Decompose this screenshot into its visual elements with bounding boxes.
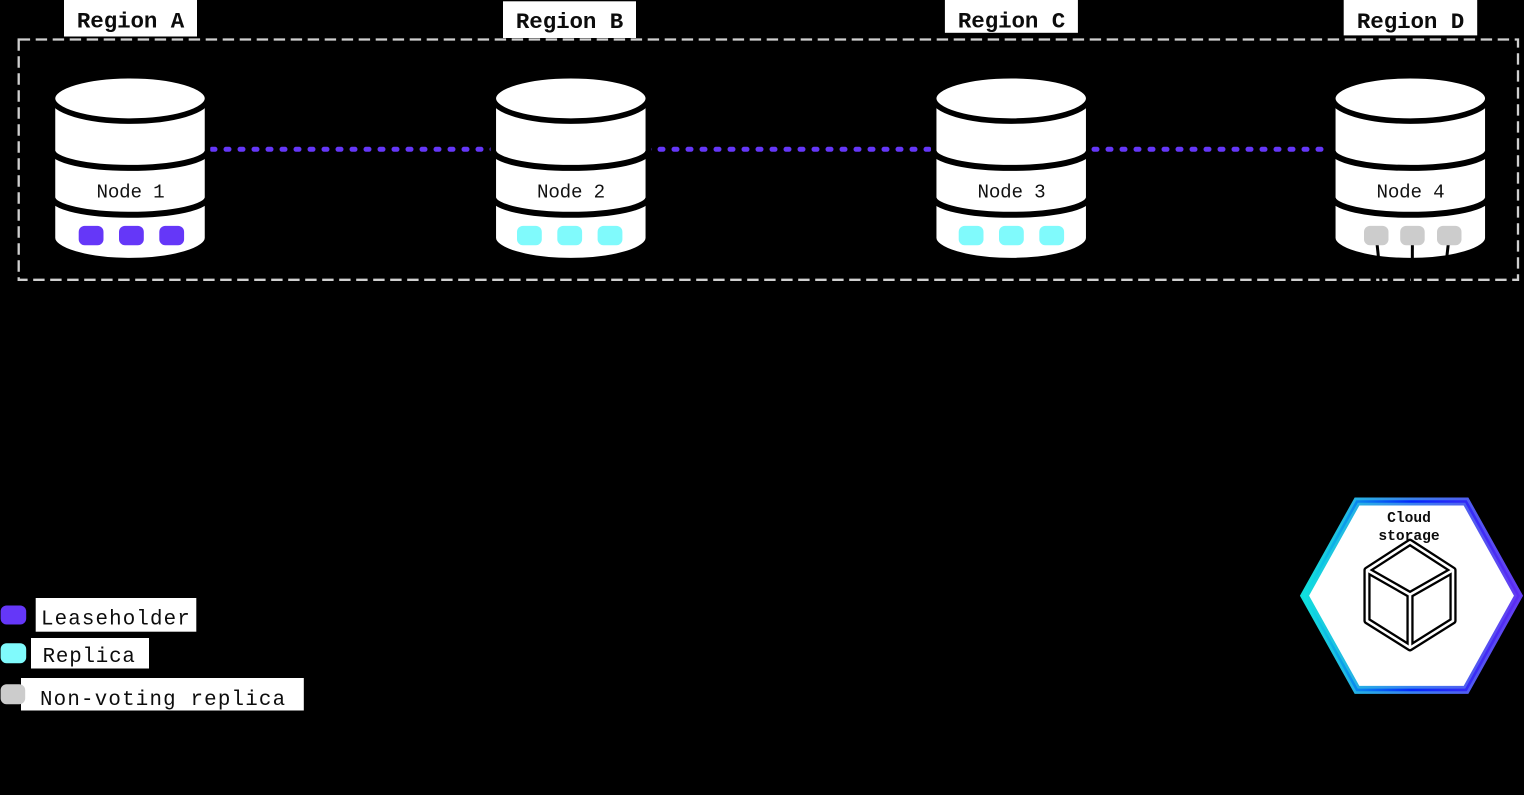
svg-text:Region A: Region A	[77, 8, 185, 34]
svg-text:Region D: Region D	[1357, 9, 1464, 35]
svg-text:Non-voting replica: Non-voting replica	[40, 689, 286, 712]
svg-text:Region B: Region B	[516, 9, 624, 35]
svg-text:Node 4: Node 4	[1377, 182, 1445, 204]
svg-text:Region C: Region C	[958, 9, 1065, 35]
svg-text:Node 2: Node 2	[537, 182, 605, 204]
svg-text:Cloud: Cloud	[1387, 511, 1431, 527]
svg-text:Node 3: Node 3	[978, 182, 1046, 204]
svg-text:Replica: Replica	[43, 646, 136, 669]
svg-text:Node 1: Node 1	[97, 182, 165, 204]
svg-text:storage: storage	[1378, 529, 1440, 545]
svg-text:Leaseholder: Leaseholder	[41, 608, 191, 631]
